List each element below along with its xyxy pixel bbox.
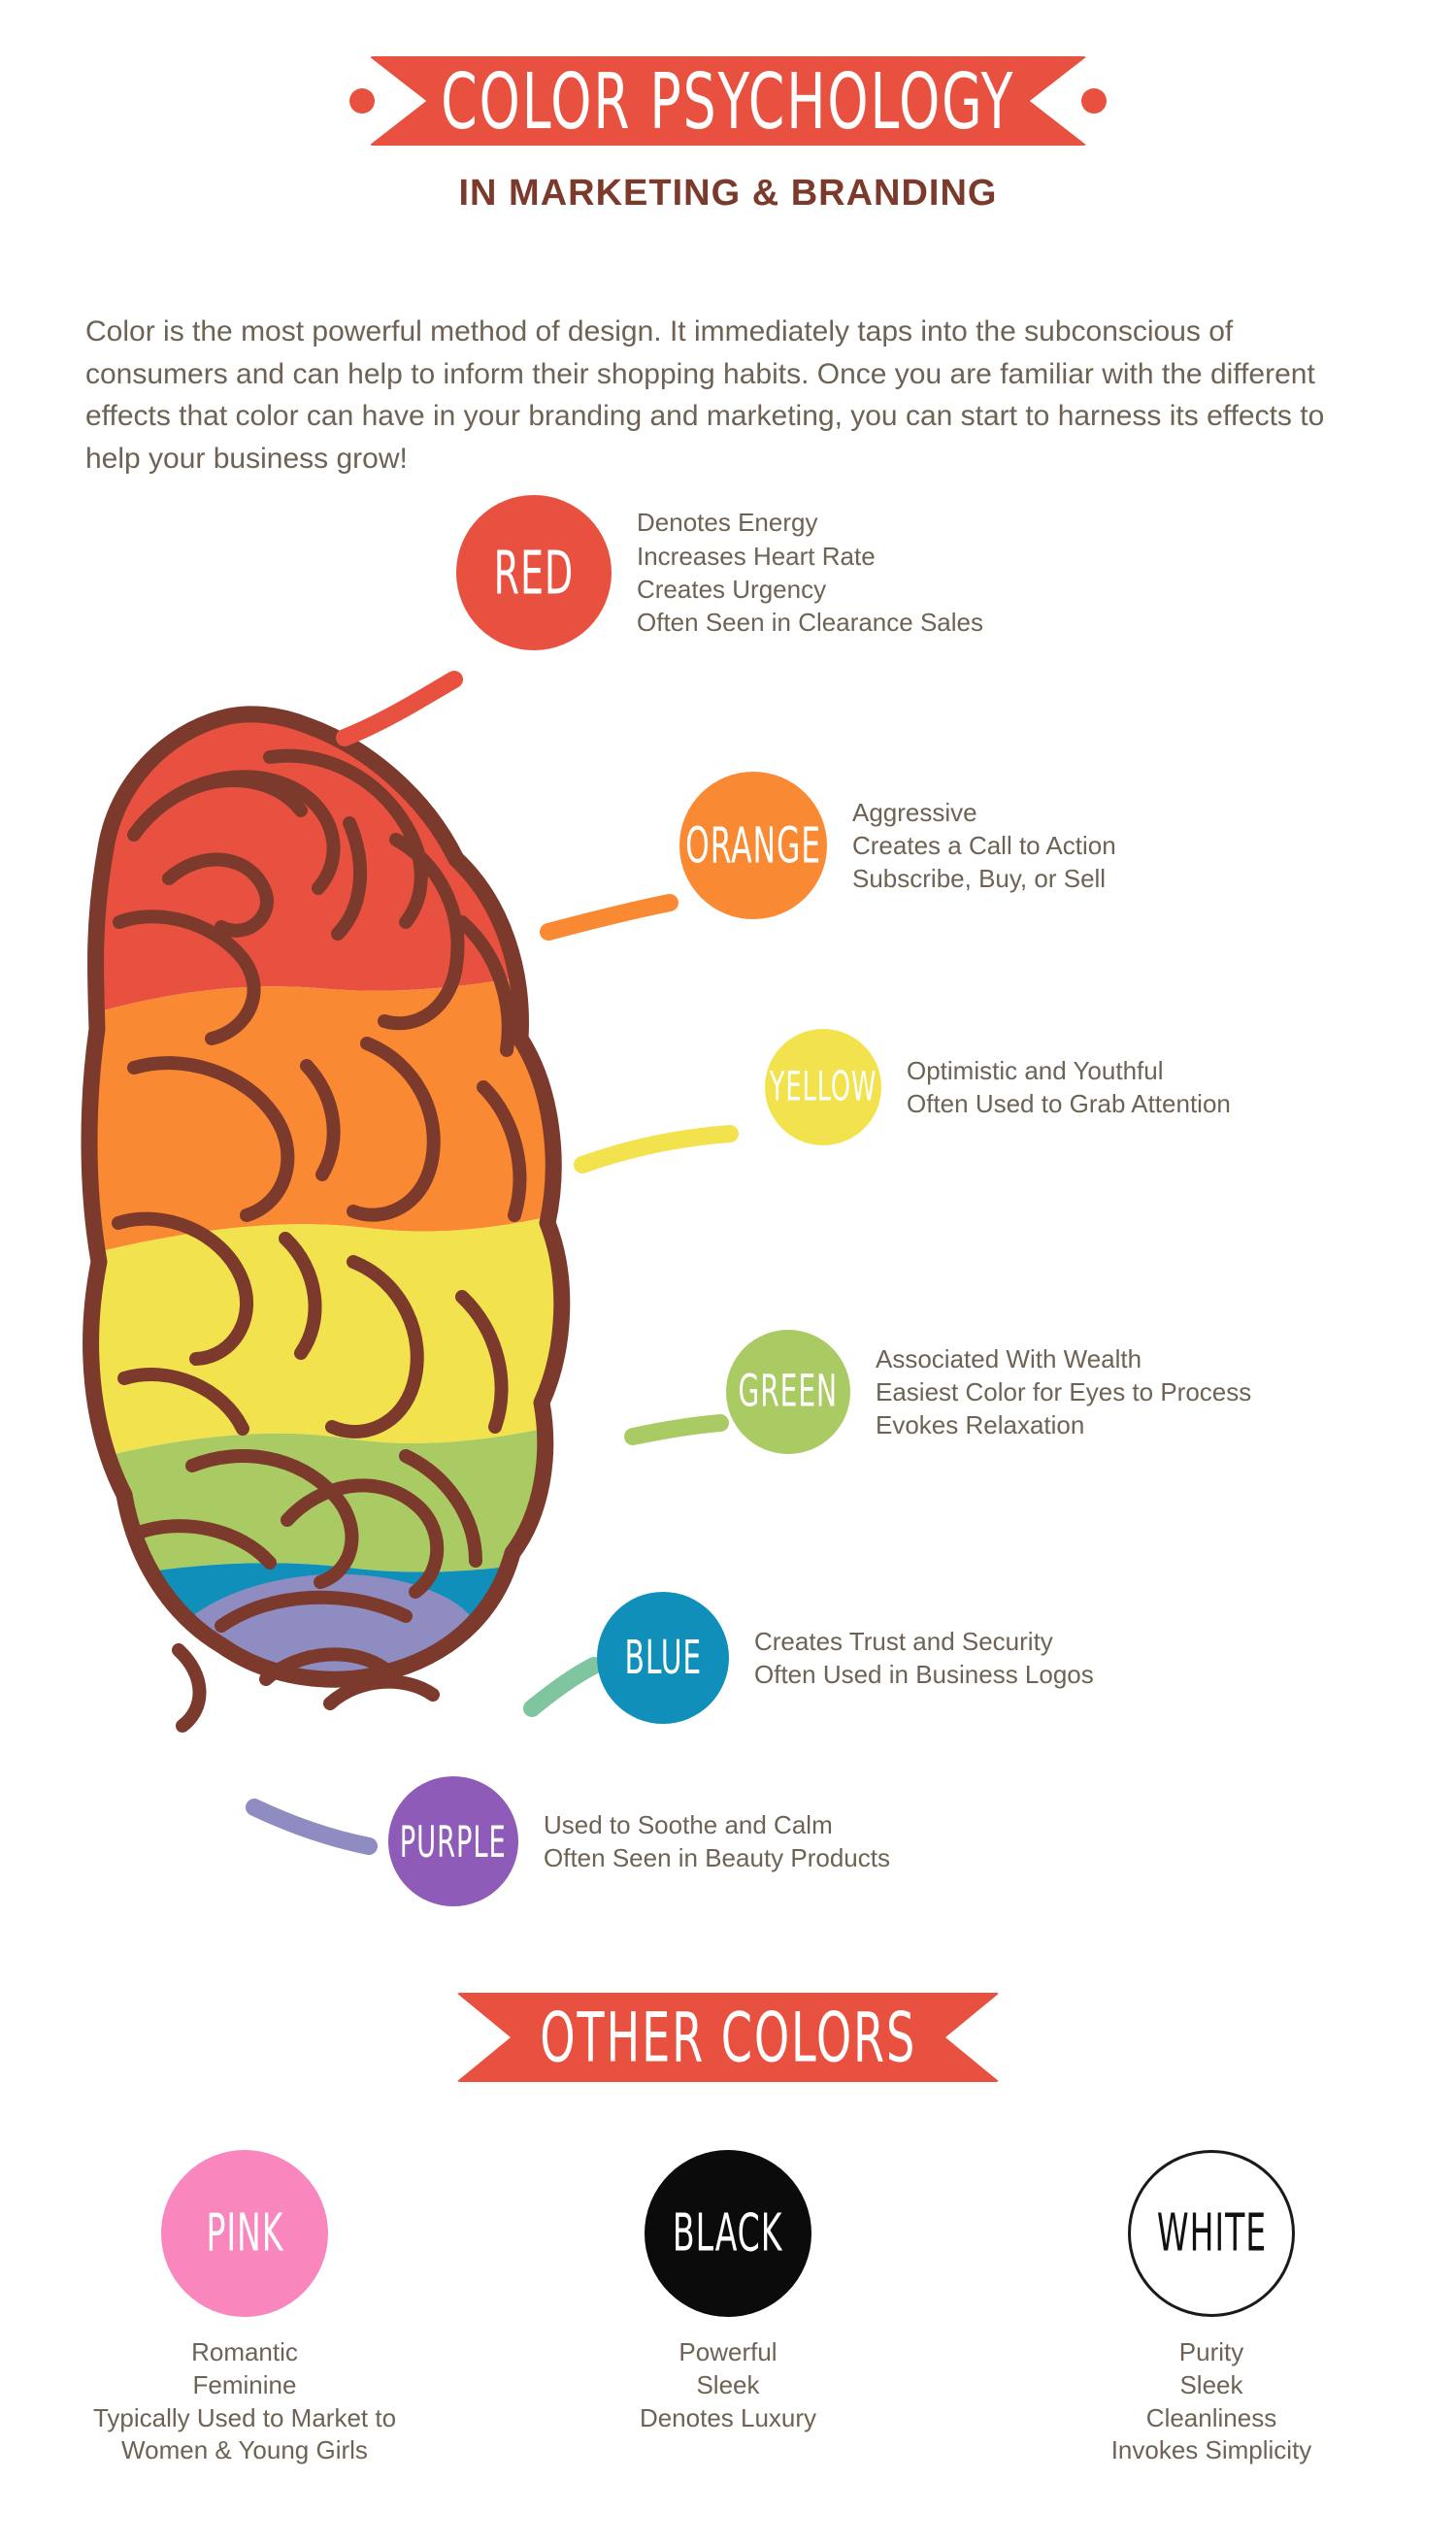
other-colors-ribbon-shape: Other Colors: [456, 1993, 1000, 2082]
brain-gyri-lines: [112, 748, 527, 1733]
title-ribbon-shape: Color Psychology: [369, 56, 1087, 146]
color-description-black: Powerful Sleek Denotes Luxury: [639, 2337, 817, 2432]
color-description-blue: Creates Trust and Security Often Used in…: [754, 1626, 1094, 1689]
color-row-red: RED Denotes Energy Increases Heart Rate …: [456, 495, 983, 650]
color-bubble-green[interactable]: GREEN: [726, 1330, 850, 1454]
other-color-item-pink: PINK Romantic Feminine Typically Used to…: [84, 2150, 405, 2467]
page-subtitle: IN MARKETING & BRANDING: [458, 173, 998, 214]
ribbon-dot-left-icon: [349, 88, 375, 114]
color-bubble-pink[interactable]: PINK: [161, 2150, 328, 2317]
page-title: Color Psychology: [441, 55, 1015, 147]
color-description-orange: Aggressive Creates a Call to Action Subs…: [852, 797, 1116, 894]
color-row-blue: BLUE Creates Trust and Security Often Us…: [597, 1592, 1094, 1724]
color-bubble-black[interactable]: BLACK: [645, 2150, 811, 2317]
color-label-white: WHITE: [1156, 2203, 1267, 2264]
color-label-pink: PINK: [206, 2203, 283, 2264]
brain-outline: [81, 706, 571, 1688]
color-bubble-yellow[interactable]: YELLOW: [765, 1029, 881, 1145]
intro-paragraph: Color is the most powerful method of des…: [85, 315, 1325, 475]
color-description-white: Purity Sleek Cleanliness Invokes Simplic…: [1110, 2337, 1312, 2465]
other-colors-list: PINK Romantic Feminine Typically Used to…: [0, 2150, 1456, 2467]
color-description-yellow: Optimistic and Youthful Often Used to Gr…: [907, 1055, 1231, 1118]
ribbon-dot-right-icon: [1081, 88, 1107, 114]
connector-purple: [246, 1799, 378, 1855]
color-label-orange: ORANGE: [685, 816, 821, 875]
color-bubble-blue[interactable]: BLUE: [597, 1592, 729, 1724]
color-row-yellow: YELLOW Optimistic and Youthful Often Use…: [765, 1029, 1231, 1145]
color-label-black: BLACK: [673, 2203, 783, 2264]
color-description-pink: Romantic Feminine Typically Used to Mark…: [92, 2337, 397, 2465]
color-row-purple: PURPLE Used to Soothe and Calm Often See…: [388, 1776, 890, 1906]
other-colors-banner: Other Colors: [0, 1993, 1456, 2082]
brain-illustration: [81, 706, 571, 1733]
color-label-purple: PURPLE: [400, 1815, 507, 1868]
color-bubble-orange[interactable]: ORANGE: [679, 772, 827, 919]
color-description-red: Denotes Energy Increases Heart Rate Crea…: [637, 508, 983, 638]
color-label-red: RED: [493, 537, 575, 609]
other-colors-title: Other Colors: [539, 1998, 917, 2077]
other-color-item-black: BLACK Powerful Sleek Denotes Luxury: [568, 2150, 888, 2467]
color-label-green: GREEN: [738, 1366, 839, 1418]
brain-color-bands: [89, 713, 562, 1680]
color-bubble-purple[interactable]: PURPLE: [388, 1776, 518, 1906]
color-label-yellow: YELLOW: [769, 1063, 877, 1111]
color-description-purple: Used to Soothe and Calm Often Seen in Be…: [544, 1809, 890, 1872]
color-bubble-red[interactable]: RED: [456, 495, 612, 650]
color-row-orange: ORANGE Aggressive Creates a Call to Acti…: [679, 772, 1116, 919]
color-label-blue: BLUE: [624, 1631, 702, 1685]
color-bubble-white[interactable]: WHITE: [1128, 2150, 1295, 2317]
color-row-green: GREEN Associated With Wealth Easiest Col…: [726, 1330, 1251, 1454]
other-color-item-white: WHITE Purity Sleek Cleanliness Invokes S…: [1051, 2150, 1372, 2467]
color-description-green: Associated With Wealth Easiest Color for…: [876, 1343, 1252, 1440]
title-banner: Color Psychology: [0, 56, 1456, 146]
